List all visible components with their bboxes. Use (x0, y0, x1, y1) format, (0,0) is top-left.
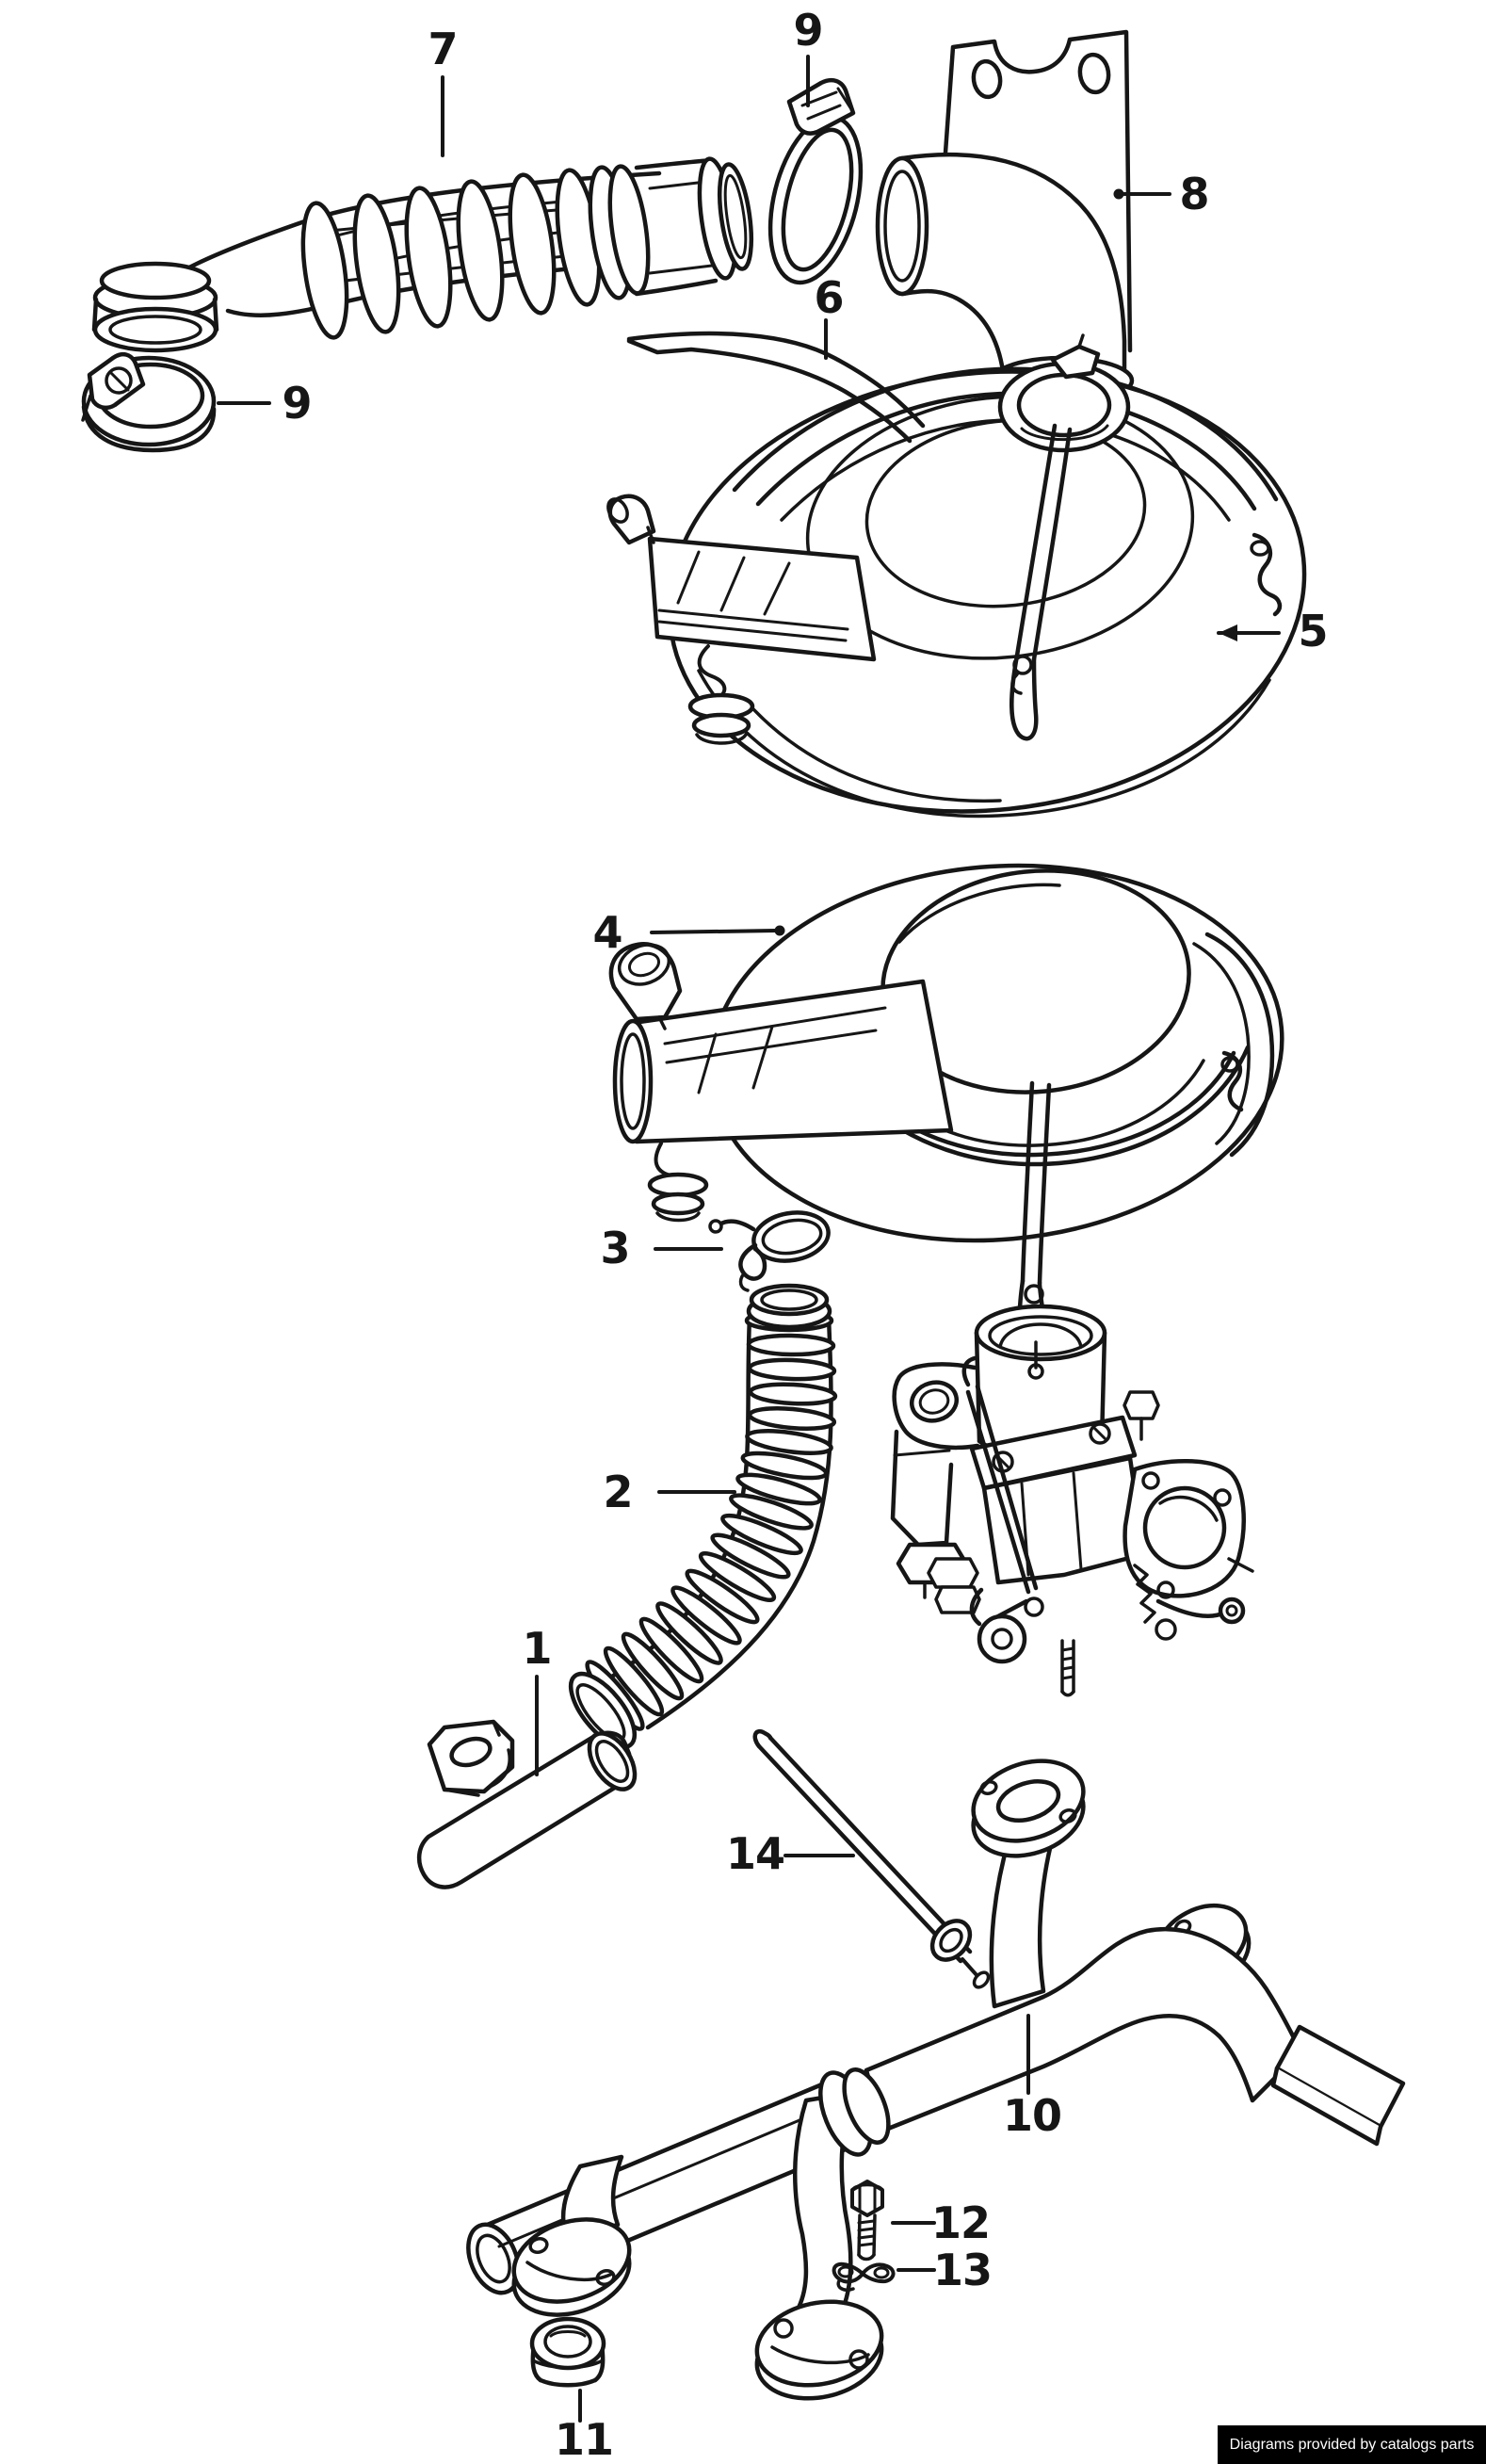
leader-8 (1113, 188, 1171, 200)
callout-2: 2 (603, 1467, 633, 1517)
callout-7: 7 (428, 24, 458, 74)
part-5-air-cleaner (606, 333, 1307, 819)
part-12-bolt (850, 2180, 884, 2261)
part-13-clip (832, 2261, 896, 2292)
part-10-intake-manifold (466, 1759, 1406, 2401)
part-6-retaining-wire (626, 331, 926, 444)
part-4-air-cleaner (608, 863, 1284, 1353)
part-14-rod (752, 1729, 991, 1989)
part-3-wire-clamp (708, 1210, 831, 1292)
callout-4: 4 (592, 907, 622, 958)
callout-12: 12 (930, 2197, 991, 2248)
callout-11: 11 (554, 2414, 614, 2464)
leader-lines (217, 55, 1281, 2423)
part-9-hose-clamp-left (81, 351, 217, 453)
callout-14: 14 (725, 1828, 785, 1879)
footer-credit-bar: Diagrams provided by catalogs parts (1218, 2425, 1486, 2464)
part-11-grommet (529, 2316, 606, 2388)
callout-13: 13 (932, 2245, 993, 2295)
part-1-intake-pipe (416, 1719, 638, 1889)
callout-3: 3 (600, 1223, 630, 1273)
callout-5: 5 (1298, 606, 1328, 657)
leader-4 (650, 925, 785, 936)
callout-9-top: 9 (793, 5, 823, 56)
callout-1: 1 (522, 1623, 552, 1674)
callout-10: 10 (1002, 2090, 1062, 2141)
footer-credit-text: Diagrams provided by catalogs parts (1229, 2436, 1475, 2453)
callout-6: 6 (814, 272, 844, 323)
part-2-corrugated-hose (568, 1283, 838, 1750)
callout-8: 8 (1179, 169, 1209, 219)
part-9-hose-clamp-top (767, 78, 864, 285)
part-7-intake-hose (91, 156, 754, 353)
callout-9-left: 9 (282, 378, 312, 429)
carburetor (890, 1304, 1254, 1697)
leader-5 (1217, 624, 1281, 641)
